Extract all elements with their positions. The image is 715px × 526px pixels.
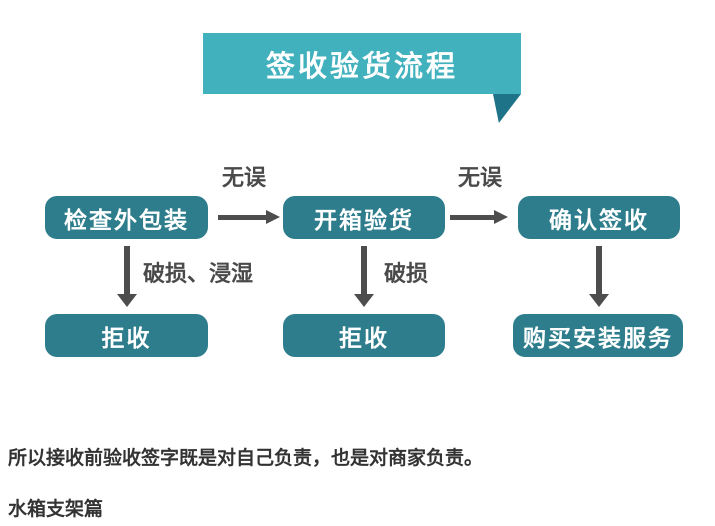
edge-label-no-error-1: 无误 <box>221 165 266 190</box>
footer-note: 所以接收前验收签字既是对自己负责，也是对商家负责。 <box>8 448 484 469</box>
flow-node-label: 检查外包装 <box>64 206 189 233</box>
arrow-shaft <box>124 246 130 294</box>
arrow-head <box>494 210 508 224</box>
arrow-head <box>589 294 609 307</box>
down-arrow-icon <box>117 246 137 307</box>
flow-node-reject-1: 拒收 <box>45 314 208 357</box>
arrow-shaft <box>361 246 367 294</box>
flow-node-open-box-inspect: 开箱验货 <box>283 196 445 239</box>
flow-node-confirm-sign: 确认签收 <box>518 196 680 239</box>
flow-node-label: 确认签收 <box>549 206 649 233</box>
arrow-head <box>117 294 137 307</box>
edge-label-no-error-2: 无误 <box>457 165 502 190</box>
flow-node-label: 购买安装服务 <box>523 324 673 351</box>
arrow-head <box>354 294 374 307</box>
flow-node-buy-install-service: 购买安装服务 <box>513 314 683 357</box>
title-banner: 签收验货流程 <box>203 33 521 94</box>
down-arrow-icon <box>354 246 374 307</box>
section-heading-water-tank-bracket: 水箱支架篇 <box>8 499 104 520</box>
arrow-shaft <box>218 214 266 220</box>
page-title: 签收验货流程 <box>265 50 458 83</box>
flow-node-label: 拒收 <box>101 324 152 351</box>
arrow-head <box>266 210 280 224</box>
right-arrow-icon <box>450 210 508 224</box>
down-arrow-icon <box>589 246 609 307</box>
flow-node-label: 拒收 <box>339 324 389 351</box>
right-arrow-icon <box>218 210 280 224</box>
flow-node-reject-2: 拒收 <box>283 314 445 357</box>
edge-label-damaged: 破损 <box>384 261 429 286</box>
flow-node-check-packaging: 检查外包装 <box>45 196 208 239</box>
banner-tail-shape <box>493 94 521 123</box>
arrow-shaft <box>596 246 602 294</box>
edge-label-damaged-soaked: 破损、浸湿 <box>143 261 254 286</box>
arrow-shaft <box>450 214 494 220</box>
flow-node-label: 开箱验货 <box>314 206 414 233</box>
